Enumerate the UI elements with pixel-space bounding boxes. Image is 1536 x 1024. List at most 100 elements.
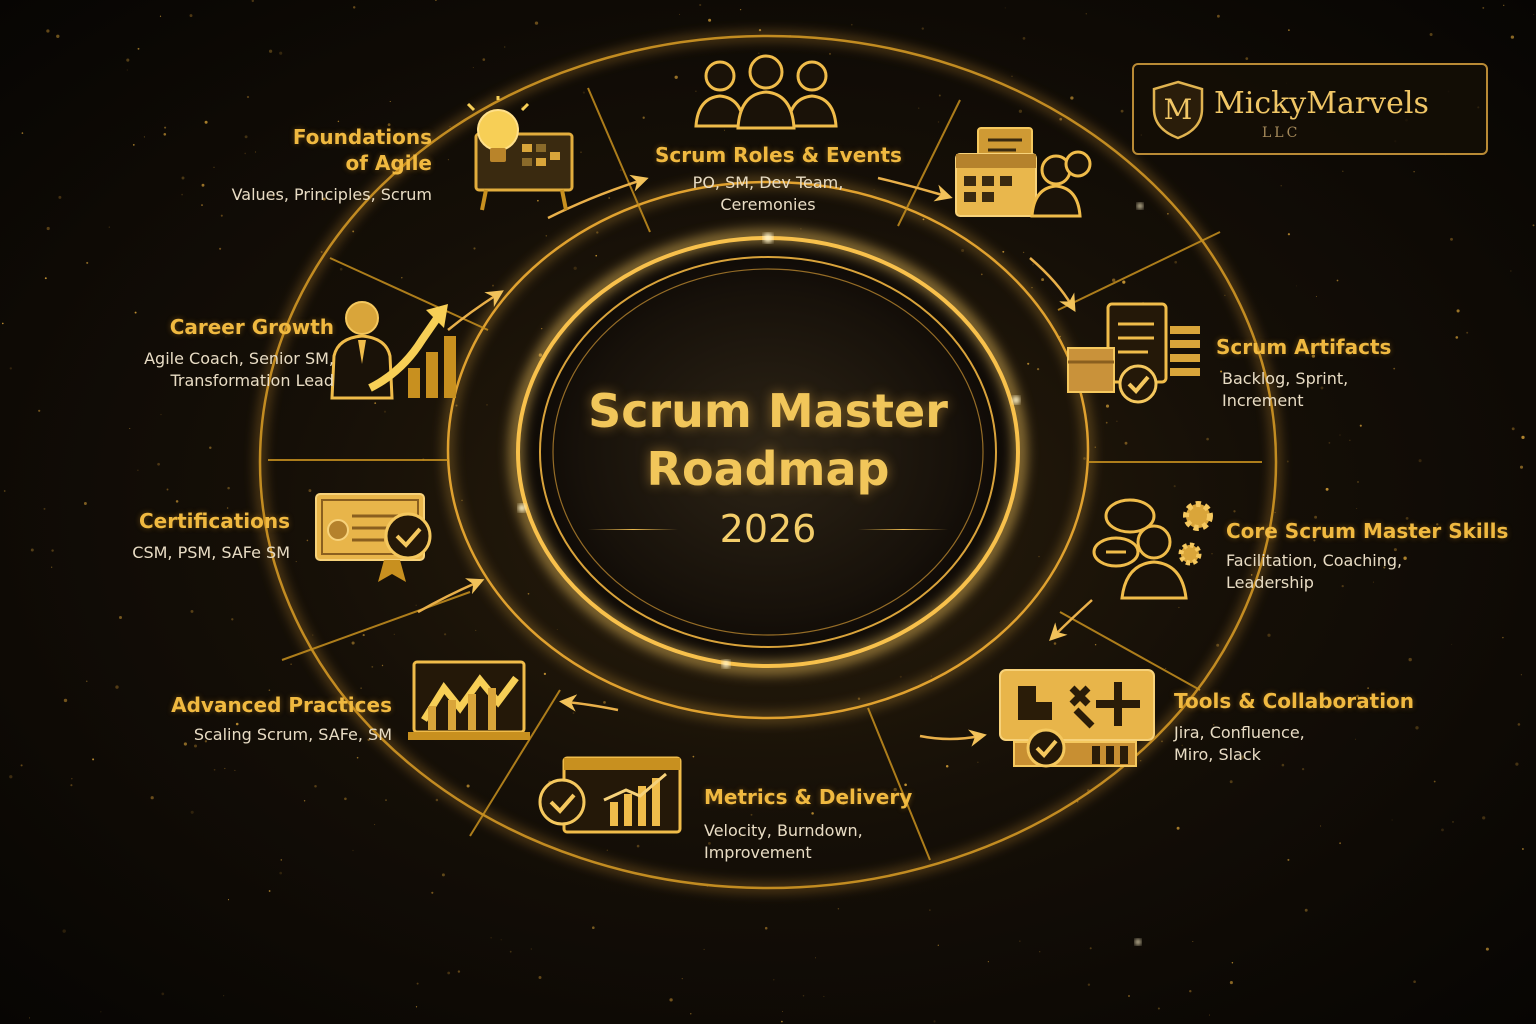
sparkle-dot (708, 18, 712, 22)
sparkle-dot (280, 859, 283, 861)
sparkle-dot (1167, 212, 1169, 215)
sparkle-dot (1229, 780, 1233, 784)
sparkle-dot (1532, 224, 1535, 227)
sparkle-dot (1002, 250, 1005, 253)
sparkle-dot (1311, 354, 1316, 358)
sparkle-dot (371, 666, 374, 668)
sparkle-dot (1233, 510, 1236, 513)
sparkle-dot (126, 58, 130, 62)
sparkle-dot (1429, 33, 1433, 36)
sparkle-dot (534, 21, 539, 25)
sparkle-dot (937, 944, 939, 946)
sparkle-dot (434, 0, 437, 1)
sparkle-dot (1280, 185, 1282, 187)
sparkle-dot (472, 67, 474, 69)
center-ring-inner (539, 256, 997, 648)
sparkle-dot (527, 592, 530, 595)
sparkle-dot (1212, 724, 1215, 726)
sparkle-dot (739, 8, 742, 11)
sparkle-dot (1241, 755, 1245, 759)
sparkle-dot (1224, 294, 1226, 296)
sparkle-dot (596, 231, 599, 234)
sparkle-dot (800, 228, 802, 230)
sparkle-dot (1466, 331, 1469, 334)
team-icon (694, 54, 838, 130)
sparkle-dot (530, 948, 532, 950)
node-subtitle: Increment (1222, 391, 1304, 410)
sparkle-dot (837, 908, 840, 910)
node-certifications: Certifications CSM, PSM, SAFe SM (132, 508, 290, 564)
node-artifacts: Scrum Artifacts Backlog, Sprint, Increme… (1216, 334, 1391, 412)
sparkle-dot (204, 740, 208, 743)
sparkle-dot (1157, 1007, 1160, 1010)
sparkle-dot (1112, 278, 1116, 282)
sparkle-dot (86, 680, 88, 682)
sparkle-dot (1452, 820, 1454, 823)
sparkle-dot (1206, 437, 1209, 441)
sparkle-dot (509, 950, 512, 953)
sparkle-dot (204, 120, 208, 124)
sparkle-dot (415, 1006, 418, 1008)
sparkle-dot (290, 663, 292, 666)
sparkle-dot (163, 133, 167, 136)
sparkle-dot (1220, 370, 1223, 373)
sparkle-dot (699, 3, 702, 7)
sparkle-dot (1250, 574, 1253, 576)
node-subtitle: Leadership (1226, 573, 1314, 592)
sparkle-dot (1482, 816, 1486, 820)
sparkle-dot (841, 801, 846, 805)
sparkle-dot (1521, 435, 1525, 440)
sparkle-dot (383, 410, 387, 413)
sparkle-dot (475, 629, 477, 631)
sparkle-dot (1161, 740, 1163, 743)
node-title: Metrics & Delivery (704, 785, 913, 809)
sparkle-dot (1087, 983, 1091, 986)
sparkle-dot (961, 248, 965, 253)
sparkle-dot (1287, 858, 1290, 861)
sparkle-dot (44, 277, 47, 280)
sparkle-dot (811, 812, 814, 815)
sparkle-dot (619, 169, 622, 172)
sparkle-dot (1372, 581, 1374, 583)
tools-icon (999, 669, 1155, 768)
lightbulb-board-icon (466, 96, 574, 211)
sparkle-dot (159, 15, 162, 17)
sparkle-dot (431, 891, 434, 894)
sparkle-dot (987, 961, 989, 963)
sparkle-dot (1124, 441, 1128, 445)
sparkle-dot (1174, 260, 1178, 264)
clipboard-check-icon (1067, 302, 1200, 404)
sparkle-dot (781, 1011, 783, 1013)
sparkle-dot (1140, 760, 1142, 762)
sparkle-dot (538, 976, 542, 979)
sparkle-dot (224, 767, 226, 770)
node-subtitle: Transformation Lead (170, 371, 334, 390)
sparkle-dot (129, 428, 131, 430)
sparkle-dot (226, 507, 229, 509)
sparkle-dot (143, 136, 145, 138)
sparkle-dot (235, 722, 239, 726)
sparkle-dot (739, 835, 741, 837)
sparkle-dot (213, 166, 215, 168)
sparkle-dot (779, 849, 781, 852)
sparkle-dot (815, 957, 816, 959)
sparkle-dot (938, 94, 941, 97)
sparkle-dot (750, 813, 753, 816)
sparkle-dot (1416, 529, 1418, 531)
sparkle-dot (183, 742, 187, 746)
sparkle-dot (1336, 279, 1339, 282)
sparkle-dot (724, 129, 725, 131)
sparkle-dot (244, 152, 247, 155)
sparkle-dot (1181, 744, 1183, 747)
sparkle-dot (873, 189, 875, 191)
ring-flares (518, 203, 1143, 945)
sparkle-dot (1022, 251, 1025, 254)
sparkle-dot (447, 971, 451, 975)
sparkle-dot (220, 214, 223, 217)
sparkle-dot (1391, 819, 1393, 821)
sparkle-dot (389, 101, 391, 102)
outer-wheel-glow (256, 32, 1280, 892)
sparkle-dot (636, 844, 640, 848)
node-metrics: Metrics & Delivery Velocity, Burndown, I… (704, 784, 912, 864)
